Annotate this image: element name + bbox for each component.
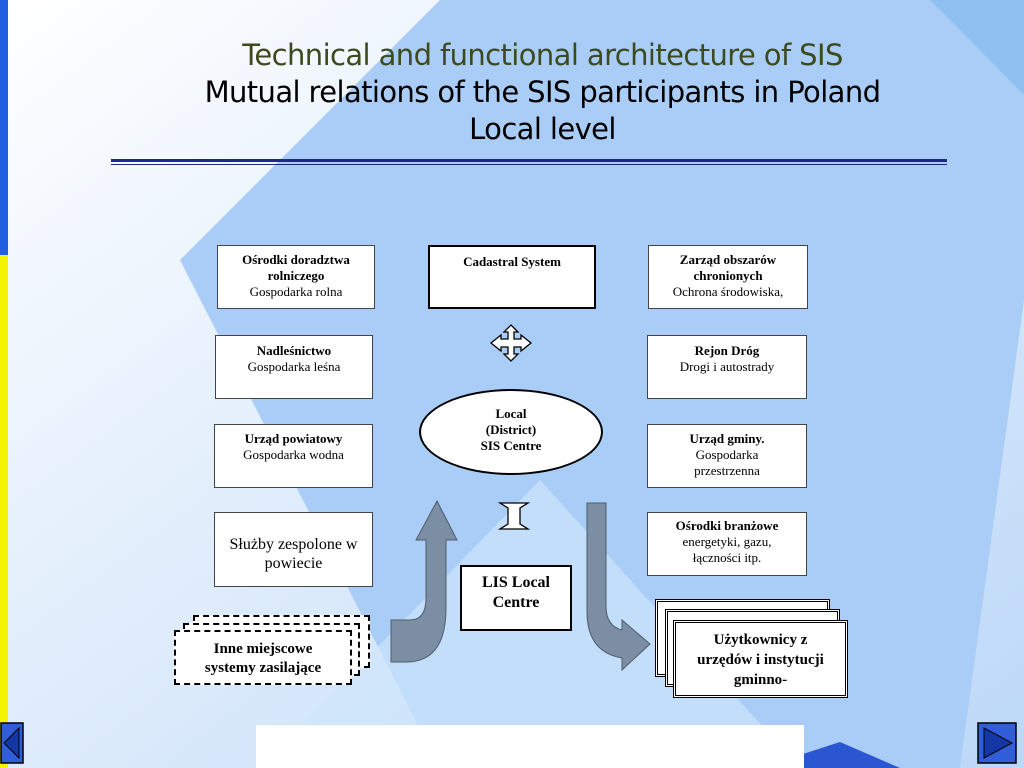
box-urzad-powiatowy: Urząd powiatowy Gospodarka wodna: [214, 424, 373, 488]
next-slide-button[interactable]: [977, 722, 1017, 764]
box-text: Gospodarka wodna: [243, 447, 344, 462]
box-zarzad-obszarow: Zarząd obszarów chronionych Ochrona środ…: [648, 245, 808, 309]
box-title: Ośrodki doradztwa rolniczego: [242, 252, 350, 283]
box-title: Urząd gminy.: [689, 431, 765, 446]
box-line-2: systemy zasilające: [204, 660, 322, 676]
box-title: Ośrodki branżowe: [675, 518, 779, 533]
box-osrodki-doradztwa: Ośrodki doradztwa rolniczego Gospodarka …: [217, 245, 375, 309]
box-text: Gospodarka leśna: [247, 359, 341, 374]
box-line-2: urzędów i instytucji: [697, 652, 824, 668]
box-text: Drogi i autostrady: [679, 359, 775, 374]
vertical-double-arrow-icon: [497, 502, 531, 530]
box-text: energetyki, gazu, łączności itp.: [682, 534, 772, 565]
local-line-2: (District): [485, 422, 537, 437]
box-title: Urząd powiatowy: [244, 431, 343, 446]
box-text: Służby zespolone w powiecie: [229, 536, 358, 572]
box-line-3: gminno-: [733, 672, 788, 688]
box-uzytkownicy: Użytkownicy z urzędów i instytucji gminn…: [673, 620, 848, 698]
box-inne-miejscowe: Inne miejscowe systemy zasilające: [174, 630, 352, 685]
box-nadlesnictwo: Nadleśnictwo Gospodarka leśna: [215, 335, 373, 399]
box-text: Gospodarka rolna: [249, 284, 343, 299]
box-title: Zarząd obszarów chronionych: [679, 252, 777, 283]
subtitle-line-1: Mutual relations of the SIS participants…: [204, 75, 881, 109]
previous-slide-button[interactable]: [0, 722, 40, 764]
box-text: Ochrona środowiska,: [672, 284, 784, 299]
box-line-1: Inne miejscowe: [213, 641, 313, 657]
box-title: Rejon Dróg: [694, 343, 760, 358]
box-urzad-gminy: Urząd gminy. Gospodarka przestrzenna: [647, 424, 807, 488]
lis-line-2: Centre: [492, 594, 540, 611]
four-way-arrow-icon: [489, 324, 533, 362]
box-rejon-drog: Rejon Dróg Drogi i autostrady: [647, 335, 807, 399]
lis-local-centre: LIS Local Centre: [460, 565, 572, 631]
slide-subtitle: Mutual relations of the SIS participants…: [0, 74, 1024, 148]
box-text: Gospodarka przestrzenna: [694, 447, 760, 478]
footer-area: [256, 725, 804, 768]
down-curved-arrow: [586, 502, 651, 672]
title-divider-thin: [111, 164, 947, 165]
slide-title: Technical and functional architecture of…: [242, 38, 843, 72]
local-line-3: SIS Centre: [480, 438, 542, 453]
box-line-1: Użytkownicy z: [713, 632, 808, 648]
subtitle-line-2: Local level: [469, 112, 616, 146]
local-sis-centre: Local (District) SIS Centre: [419, 389, 603, 475]
box-title: Nadleśnictwo: [256, 343, 332, 358]
box-sluzby-zespolone: Służby zespolone w powiecie: [214, 512, 373, 587]
box-cadastral-system: Cadastral System: [428, 245, 596, 309]
box-title: Cadastral System: [463, 254, 561, 269]
box-osrodki-branzowe: Ośrodki branżowe energetyki, gazu, łączn…: [647, 512, 807, 576]
local-line-1: Local: [495, 406, 527, 421]
lis-line-1: LIS Local: [481, 574, 550, 591]
title-divider: [111, 159, 947, 162]
up-curved-arrow: [390, 499, 458, 663]
